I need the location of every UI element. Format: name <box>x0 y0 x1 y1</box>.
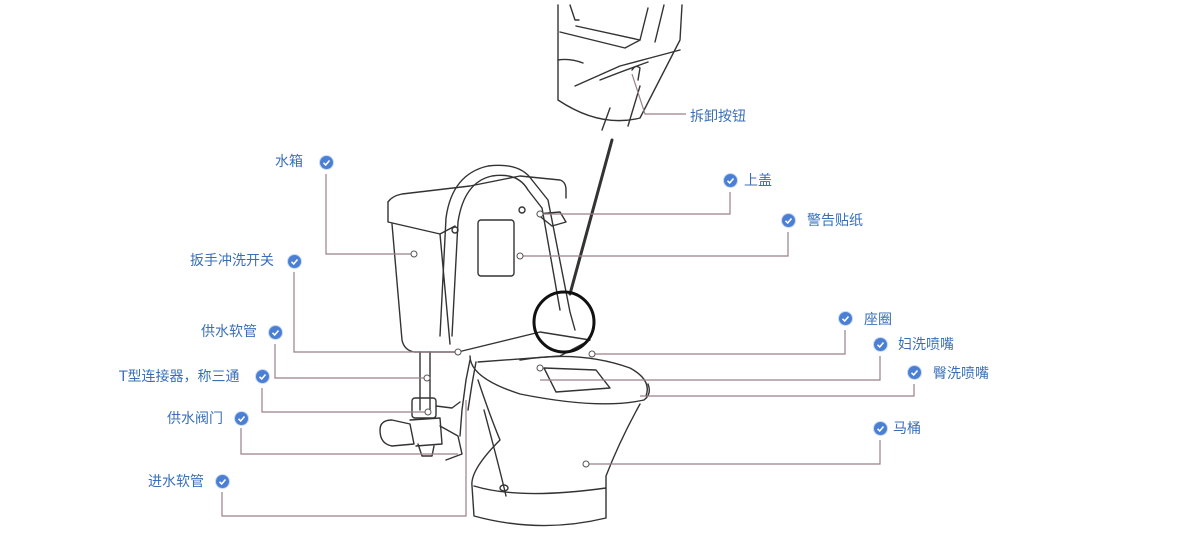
anchor-dots <box>410 210 596 468</box>
tank-drawing <box>387 175 567 353</box>
label-t-connector: T型连接器，称三通 <box>119 369 240 385</box>
lid-drawing <box>439 164 576 337</box>
label-tank: 水箱 <box>275 154 303 170</box>
label-seat-ring: 座圈 <box>864 312 892 328</box>
label-flush-lever: 扳手冲洗开关 <box>190 253 274 269</box>
check-circle-icon <box>216 475 229 488</box>
zoom-circle <box>532 290 596 354</box>
label-inlet-hose: 进水软管 <box>148 474 204 490</box>
check-circle-icon <box>724 174 737 187</box>
plumbing-drawing <box>379 351 477 461</box>
check-circle-icon <box>839 312 852 325</box>
check-circle-icon <box>874 338 887 351</box>
label-bowl: 马桶 <box>893 421 921 437</box>
inset-detail <box>557 4 683 131</box>
label-rear-nozzle: 臀洗喷嘴 <box>933 366 989 382</box>
label-supply-valve: 供水阀门 <box>167 411 223 427</box>
bowl-drawing <box>457 331 651 527</box>
label-supply-hose: 供水软管 <box>201 324 257 340</box>
check-circle-icon <box>908 366 921 379</box>
check-circle-icon <box>256 370 269 383</box>
leader-lines <box>221 73 915 517</box>
check-circle-icon <box>269 326 282 339</box>
label-remove-button: 拆卸按钮 <box>690 109 746 125</box>
label-warning-sticker: 警告贴纸 <box>807 213 863 229</box>
label-feminine-nozzle: 妇洗喷嘴 <box>898 337 954 353</box>
check-circle-icon <box>320 156 333 169</box>
check-circle-icon <box>288 255 301 268</box>
label-lid: 上盖 <box>744 173 772 189</box>
check-circle-icon <box>235 412 248 425</box>
check-circle-icon <box>782 214 795 227</box>
check-circle-icon <box>874 422 887 435</box>
